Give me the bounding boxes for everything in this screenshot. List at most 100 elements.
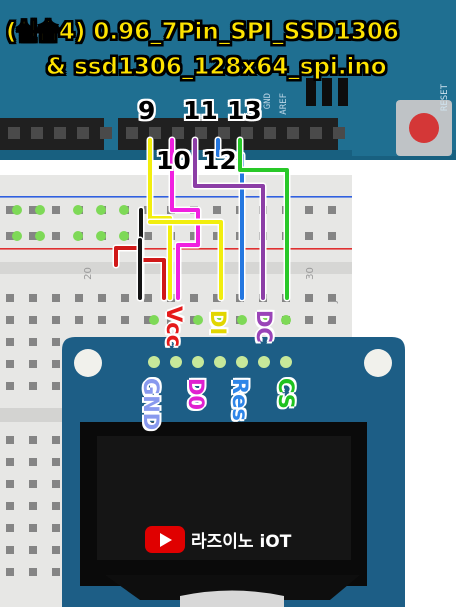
green-hole (12, 231, 22, 241)
breadboard-hole (190, 294, 198, 302)
header-hole (172, 127, 184, 139)
green-hole (281, 315, 291, 325)
breadboard-hole (190, 232, 198, 240)
breadboard-hole (52, 524, 60, 532)
breadboard-hole (6, 502, 14, 510)
header-hole (77, 127, 89, 139)
breadboard-hole (52, 480, 60, 488)
breadboard-hole (52, 316, 60, 324)
header-hole (264, 127, 276, 139)
brand-badge-text: 라즈이노 iOT (191, 532, 292, 552)
breadboard-hole (29, 382, 37, 390)
breadboard-hole (6, 568, 14, 576)
di-wire-stub (148, 138, 172, 300)
breadboard-hole (52, 502, 60, 510)
breadboard-hole (52, 206, 60, 214)
green-hole (73, 205, 83, 215)
green-hole (215, 315, 225, 325)
dc-wire (193, 138, 265, 300)
breadboard-hole (328, 206, 336, 214)
breadboard-hole (98, 294, 106, 302)
breadboard-hole (29, 232, 37, 240)
header-hole (100, 127, 112, 139)
module-pin-pad (148, 356, 160, 368)
module-pin-pads (148, 356, 292, 368)
header-hole (241, 127, 253, 139)
green-hole (12, 205, 22, 215)
aref-header-label: AREF (279, 93, 289, 115)
green-hole (237, 315, 247, 325)
breadboard-hole (6, 316, 14, 324)
reset-label: RESET (440, 84, 450, 112)
breadboard-hole (213, 232, 221, 240)
header-hole (310, 127, 322, 139)
breadboard-hole (29, 338, 37, 346)
arduino-pin-9-label: 9 (138, 96, 156, 125)
breadboard-col-20: 20 (82, 267, 94, 280)
breadboard-hole (52, 232, 60, 240)
breadboard-hole (52, 360, 60, 368)
breadboard-hole (328, 316, 336, 324)
breadboard-hole (305, 206, 313, 214)
header-hole (333, 127, 345, 139)
di-wire (148, 220, 223, 300)
header-hole (218, 127, 230, 139)
breadboard-hole (213, 294, 221, 302)
green-hole (119, 205, 129, 215)
breadboard-hole (6, 524, 14, 532)
breadboard-hole (305, 316, 313, 324)
brand-badge: 라즈이노 iOT (145, 526, 291, 553)
green-hole (35, 231, 45, 241)
cs-wire (238, 138, 289, 300)
header-hole (54, 127, 66, 139)
breadboard-col-30: 30 (304, 267, 316, 280)
module-pin-pad (236, 356, 248, 368)
breadboard-hole (328, 232, 336, 240)
d0-wire (170, 138, 200, 300)
green-hole (149, 315, 159, 325)
breadboard-hole (6, 232, 14, 240)
breadboard-hole (52, 458, 60, 466)
breadboard-hole (6, 338, 14, 346)
header-hole (149, 127, 161, 139)
header-pin-holes (8, 127, 345, 139)
breadboard-hole (328, 294, 336, 302)
arduino-pin-10-label: 10 (156, 146, 191, 175)
breadboard-hole (29, 568, 37, 576)
breadboard-hole (52, 382, 60, 390)
module-pin-pad (192, 356, 204, 368)
breadboard-hole (29, 294, 37, 302)
breadboard-hole (29, 502, 37, 510)
breadboard-row-j: J (327, 300, 339, 303)
breadboard-hole (6, 546, 14, 554)
reset-button-icon[interactable] (409, 113, 439, 143)
header-hole (31, 127, 43, 139)
arduino-board (0, 0, 456, 160)
green-hole (171, 315, 181, 325)
green-hole (35, 205, 45, 215)
breadboard-hole (6, 360, 14, 368)
pin-label-res: Res (228, 378, 252, 421)
arduino-pin-11-label: 11 (183, 96, 218, 125)
arduino-pin-13-label: 13 (227, 96, 262, 125)
breadboard-hole (29, 436, 37, 444)
title-line-1: (실습4) 0.96_7Pin_SPI_SSD1306 (6, 19, 400, 46)
breadboard-hole (144, 316, 152, 324)
breadboard-hole (144, 294, 152, 302)
green-hole (96, 231, 106, 241)
header-hole (195, 127, 207, 139)
breadboard-hole (52, 546, 60, 554)
header-hole (287, 127, 299, 139)
breadboard-hole (98, 316, 106, 324)
module-pin-pad (214, 356, 226, 368)
breadboard-hole (75, 294, 83, 302)
breadboard-hole (29, 524, 37, 532)
pin-label-d0: D0 (184, 378, 208, 411)
res-wire (216, 138, 244, 300)
pin-label-gnd: GND (139, 378, 163, 431)
title-line-2: & ssd1306_128x64_spi.ino (46, 54, 388, 81)
breadboard-hole (213, 206, 221, 214)
breadboard-hole (305, 232, 313, 240)
breadboard-hole (52, 338, 60, 346)
